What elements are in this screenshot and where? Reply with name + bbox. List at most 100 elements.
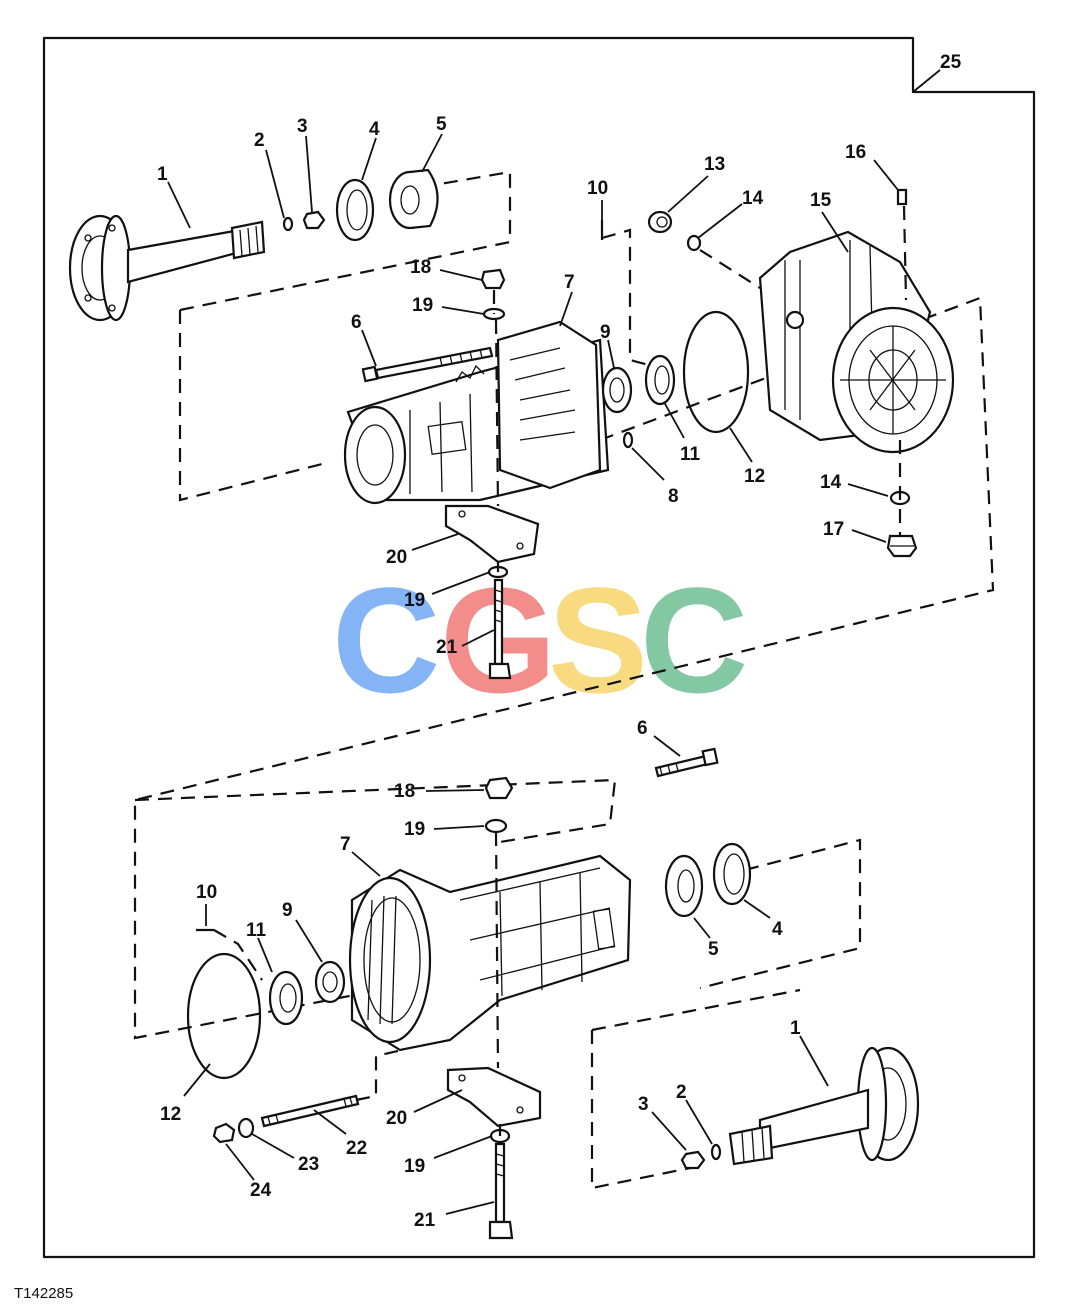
bearing-9-lower — [314, 960, 346, 1004]
upper-callout-16: 16 — [845, 142, 866, 163]
upper-callout-15: 15 — [810, 190, 832, 211]
upper-assembly: 1 2 3 4 5 6 7 8 9 10 11 12 13 14 15 16 1… — [68, 114, 995, 1040]
bolt-21-upper — [488, 578, 512, 680]
large-o-ring-lower — [186, 952, 262, 1080]
lower-callout-18: 18 — [394, 781, 415, 802]
housing-upper — [343, 320, 610, 505]
bearing-9-upper — [601, 366, 633, 414]
lower-callout-5: 5 — [708, 939, 719, 960]
upper-callout-11: 11 — [680, 444, 701, 465]
snap-ring-lower — [710, 1143, 722, 1161]
lower-callout-19b: 19 — [404, 1156, 425, 1177]
stud-22 — [260, 1094, 360, 1128]
upper-callout-2: 2 — [254, 130, 265, 151]
nut-24 — [212, 1122, 236, 1144]
nut-lower — [680, 1150, 706, 1170]
upper-callout-6: 6 — [351, 312, 362, 333]
frame-callout: 25 — [940, 52, 962, 73]
frame-callout-leader — [912, 69, 941, 93]
upper-callout-4: 4 — [369, 119, 380, 140]
shim-lower — [712, 842, 752, 906]
shim-upper — [335, 178, 375, 242]
drain-plug-17 — [886, 534, 918, 558]
lower-assembly: 6 18 19 7 5 4 10 11 9 12 20 22 23 24 19 … — [134, 718, 920, 1240]
thrust-washer-lower — [268, 970, 304, 1026]
upper-callout-5: 5 — [436, 114, 447, 135]
lower-vertical-dash — [494, 831, 502, 1136]
lower-callout-23: 23 — [298, 1154, 319, 1175]
watermark-letter-3: S — [548, 556, 648, 724]
nut-upper — [302, 210, 326, 230]
lower-callout-4: 4 — [772, 919, 783, 940]
pin-upper-dash — [601, 228, 661, 370]
upper-callout-7: 7 — [564, 272, 575, 293]
upper-callout-3: 3 — [297, 116, 308, 137]
watermark-letter-1: C — [332, 556, 440, 724]
watermark-letter-4: C — [640, 556, 748, 724]
diagram-frame — [42, 36, 1036, 1259]
upper-axle-dash — [179, 170, 512, 312]
lower-callout-11: 11 — [246, 920, 267, 941]
bracket-20-lower — [446, 1066, 542, 1128]
plug-13 — [647, 210, 673, 234]
upper-callout-14a: 14 — [742, 188, 764, 209]
watermark: C G S C — [332, 556, 748, 724]
bolt-16-dash — [902, 205, 908, 301]
lower-callout-9: 9 — [282, 900, 293, 921]
bolt-lower — [654, 747, 719, 778]
upper-assembly-outline — [133, 296, 995, 1040]
upper-callout-12: 12 — [744, 466, 765, 487]
lower-right-dash — [699, 838, 862, 990]
nut-18-lower — [484, 776, 514, 800]
large-o-ring-upper — [682, 310, 750, 434]
upper-callout-19a: 19 — [412, 295, 433, 316]
lower-callout-10: 10 — [196, 882, 217, 903]
lower-callout-21: 21 — [414, 1210, 436, 1231]
pin-lower-dash — [213, 929, 263, 981]
bolt-21-lower — [488, 1142, 514, 1240]
upper-callout-8: 8 — [668, 486, 679, 507]
lower-callout-24: 24 — [250, 1180, 272, 1201]
plug-dash — [699, 249, 761, 289]
bracket-20-upper — [444, 504, 540, 564]
lower-callout-1: 1 — [790, 1018, 801, 1039]
lower-callout-7: 7 — [340, 834, 351, 855]
lower-callout-20: 20 — [386, 1108, 407, 1129]
axle-shaft-upper — [68, 214, 266, 322]
lower-axle-dash — [590, 988, 801, 1190]
upper-callout-20: 20 — [386, 547, 407, 568]
bearing-lower — [664, 854, 704, 918]
lower-callout-12: 12 — [160, 1104, 181, 1125]
o-ring-upper — [622, 431, 634, 449]
washer-14-top — [686, 234, 702, 252]
axle-shaft-lower — [728, 1046, 920, 1166]
figure-id: T142285 — [14, 1285, 73, 1302]
upper-callout-10: 10 — [587, 178, 608, 199]
bearing-upper — [388, 168, 439, 230]
thrust-washer-upper — [644, 354, 676, 406]
upper-callout-1: 1 — [157, 164, 168, 185]
upper-callout-9: 9 — [600, 322, 611, 343]
snap-ring-upper — [282, 216, 294, 232]
upper-callout-18: 18 — [410, 257, 431, 278]
upper-callout-14b: 14 — [820, 472, 842, 493]
upper-callout-17: 17 — [823, 519, 844, 540]
lower-bolt-dash — [134, 778, 617, 844]
lower-callout-6: 6 — [637, 718, 648, 739]
upper-vertical-dash — [492, 290, 500, 572]
housing-lower — [348, 854, 632, 1052]
upper-callout-19b: 19 — [404, 590, 425, 611]
upper-callout-21: 21 — [436, 637, 458, 658]
lower-callout-3: 3 — [638, 1094, 649, 1115]
washer-23 — [237, 1117, 255, 1139]
bolt-16 — [896, 188, 908, 206]
stud-dash — [355, 1048, 403, 1102]
lower-callout-2: 2 — [676, 1082, 687, 1103]
final-drive-housing — [758, 230, 955, 454]
lower-callout-19a: 19 — [404, 819, 425, 840]
washer-19-lower-top — [484, 818, 508, 834]
lower-callout-22: 22 — [346, 1138, 367, 1159]
bolt-upper — [361, 346, 494, 383]
nut-18-upper — [480, 268, 506, 290]
